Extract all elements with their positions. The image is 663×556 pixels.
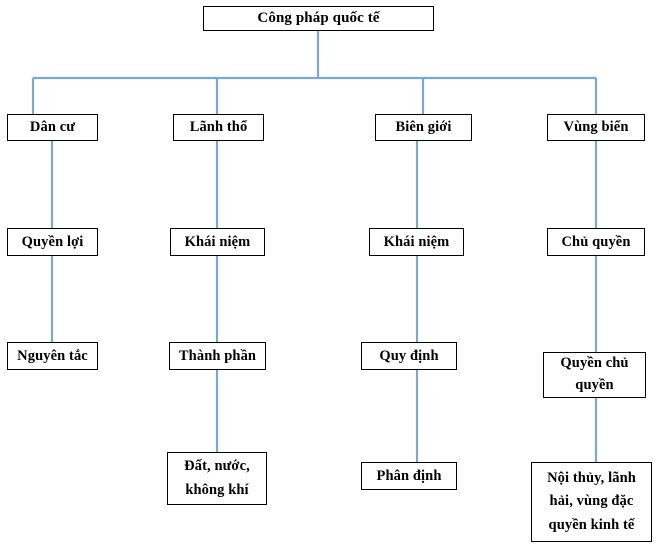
node-dat-nuoc-khong-khi-line-1: Đất, nước, [184, 458, 250, 475]
node-vung-bien-label: Vùng biển [563, 119, 629, 136]
node-quyen-loi-label: Quyền lợi [21, 233, 84, 250]
node-quyen-loi[interactable]: Quyền lợi [7, 228, 98, 256]
node-khai-niem-bien-gioi-label: Khái niệm [383, 233, 450, 250]
node-khai-niem-lanh-tho-label: Khái niệm [184, 233, 251, 250]
node-lanh-tho[interactable]: Lãnh thổ [173, 114, 264, 141]
node-phan-dinh[interactable]: Phân định [361, 462, 457, 490]
node-quy-dinh-label: Quy định [379, 347, 439, 364]
node-quyen-chu-quyen[interactable]: Quyền chủ quyền [543, 352, 646, 398]
node-thanh-phan[interactable]: Thành phần [169, 342, 266, 370]
node-vung-bien[interactable]: Vùng biển [547, 114, 645, 141]
node-chu-quyen-label: Chủ quyền [561, 233, 631, 250]
node-nguyen-tac-label: Nguyên tắc [17, 347, 88, 364]
node-khai-niem-lanh-tho[interactable]: Khái niệm [170, 228, 265, 256]
node-noi-thuy-lanh-hai-label: Nội thủy, lãnh hải, vùng đặc quyền kinh … [536, 467, 647, 537]
node-lanh-tho-label: Lãnh thổ [189, 119, 248, 136]
node-khai-niem-bien-gioi[interactable]: Khái niệm [369, 228, 464, 256]
node-dan-cu-label: Dân cư [29, 119, 76, 136]
node-quyen-chu-quyen-line-1: Quyền chủ [560, 355, 629, 372]
node-dan-cu[interactable]: Dân cư [7, 114, 98, 141]
node-noi-thuy-lanh-hai-line-2: hải, vùng đặc [549, 493, 634, 510]
node-thanh-phan-label: Thành phần [178, 347, 257, 364]
node-bien-gioi-label: Biên giới [395, 119, 452, 136]
node-quyen-chu-quyen-label: Quyền chủ quyền [548, 353, 641, 397]
node-bien-gioi[interactable]: Biên giới [375, 114, 472, 141]
node-quyen-chu-quyen-line-2: quyền [575, 377, 614, 393]
node-root-label: Công pháp quốc tế [257, 9, 380, 26]
node-noi-thuy-lanh-hai[interactable]: Nội thủy, lãnh hải, vùng đặc quyền kinh … [531, 462, 652, 542]
node-quy-dinh[interactable]: Quy định [361, 342, 457, 370]
node-root[interactable]: Công pháp quốc tế [203, 6, 434, 31]
node-chu-quyen[interactable]: Chủ quyền [547, 228, 645, 256]
node-noi-thuy-lanh-hai-line-1: Nội thủy, lãnh [547, 470, 636, 487]
node-nguyen-tac[interactable]: Nguyên tắc [7, 342, 98, 370]
node-dat-nuoc-khong-khi[interactable]: Đất, nước, không khí [167, 452, 267, 505]
node-dat-nuoc-khong-khi-line-2: không khí [185, 481, 249, 498]
node-noi-thuy-lanh-hai-line-3: quyền kinh tế [548, 516, 635, 533]
node-dat-nuoc-khong-khi-label: Đất, nước, không khí [172, 455, 262, 501]
node-phan-dinh-label: Phân định [376, 467, 442, 484]
